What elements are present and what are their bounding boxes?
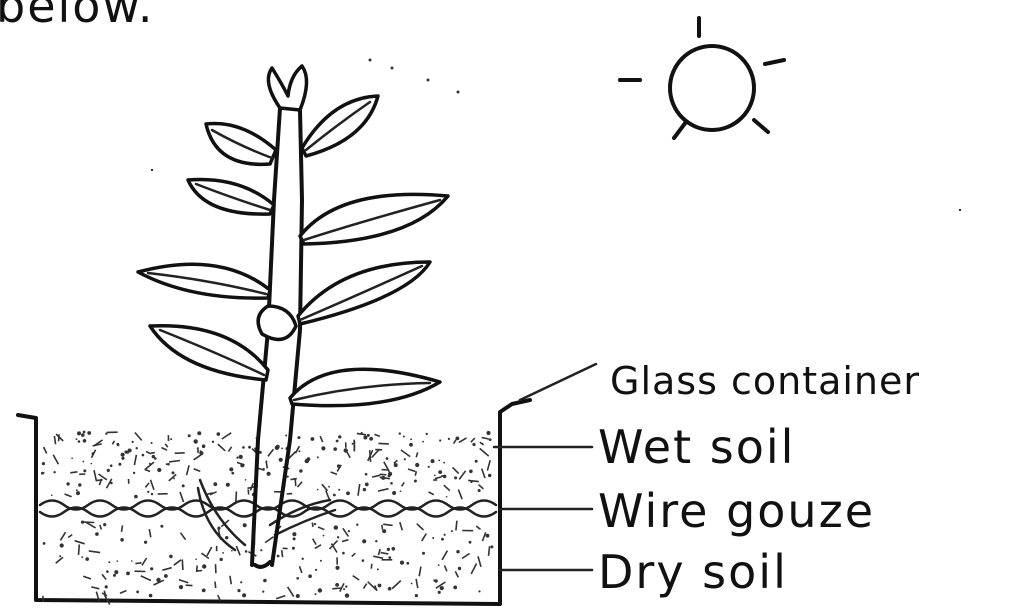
wet-soil-layer — [41, 431, 492, 502]
label-wet-soil: Wet soil — [598, 420, 795, 474]
label-glass-container: Glass container — [610, 359, 920, 403]
caption-fragment: below. — [0, 0, 154, 33]
label-pointers — [494, 364, 596, 570]
label-wire-gauze: Wire gouze — [598, 484, 875, 538]
sun-icon — [620, 18, 784, 138]
label-dry-soil: Dry soil — [598, 545, 788, 599]
wire-gauze-layer — [40, 501, 496, 517]
plant — [138, 66, 448, 567]
